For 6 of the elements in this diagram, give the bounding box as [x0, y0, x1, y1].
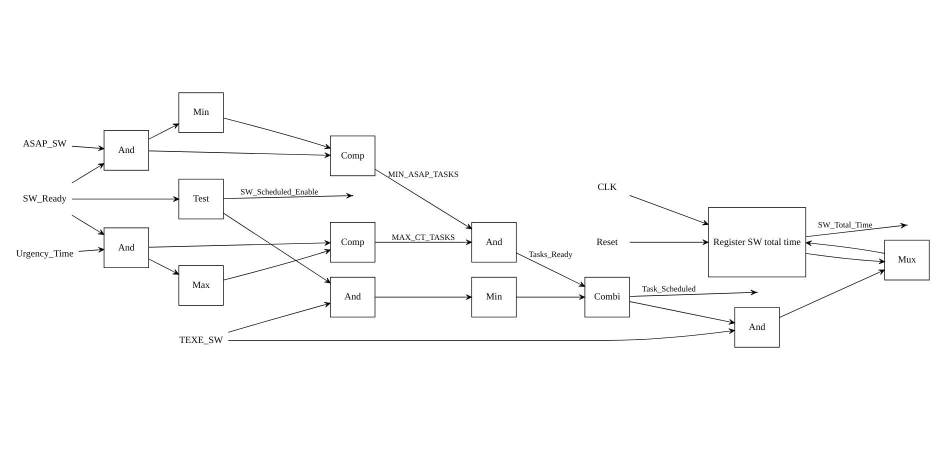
node-text: SW_Ready — [22, 193, 67, 204]
node-text: Urgency_Time — [16, 248, 74, 259]
node-text: TEXE_SW — [179, 334, 223, 346]
node-text: CLK — [598, 181, 617, 192]
node-text: ASAP_SW — [22, 138, 67, 150]
node-text: Reset — [596, 236, 618, 248]
